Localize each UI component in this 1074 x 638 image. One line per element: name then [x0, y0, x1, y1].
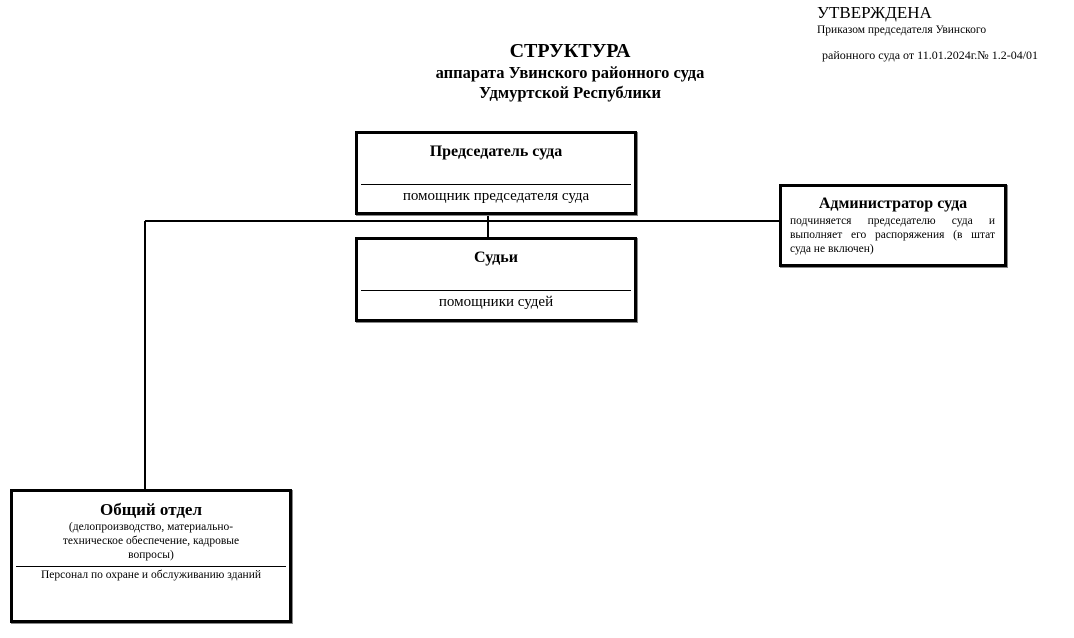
approval-date-line: районного суда от 11.01.2024г.№ 1.2-04/0… — [822, 48, 1039, 62]
node-judges: Судьи помощники судей — [355, 237, 637, 322]
node-administrator: Администратор суда подчиняется председат… — [779, 184, 1007, 267]
connector-chairman-judges — [487, 214, 489, 237]
node-general-department: Общий отдел (делопроизводство, материаль… — [10, 489, 292, 623]
approval-order-line: Приказом председателя Увинского — [817, 24, 987, 36]
document-title-block: СТРУКТУРА аппарата Увинского районного с… — [360, 40, 780, 103]
node-divider — [16, 566, 286, 567]
node-chairman-assistant: помощник председателя суда — [402, 188, 590, 204]
document-title: СТРУКТУРА — [509, 40, 631, 62]
node-chairman: Председатель суда помощник председателя … — [355, 131, 637, 215]
node-general-department-description: (делопроизводство, материально-техническ… — [62, 521, 240, 561]
node-chairman-title: Председатель суда — [429, 143, 563, 160]
node-general-department-staff: Персонал по охране и обслуживанию зданий — [40, 569, 262, 581]
connector-horizontal — [145, 220, 779, 222]
node-judges-assistants: помощники судей — [438, 294, 554, 310]
connector-general-department — [144, 221, 146, 489]
node-administrator-description: подчиняется председателю суда и выполняе… — [790, 215, 995, 255]
node-administrator-title: Администратор суда — [818, 195, 968, 212]
approval-title: УТВЕРЖДЕНА — [817, 3, 932, 22]
document-subtitle-1: аппарата Увинского районного суда — [435, 63, 705, 82]
node-general-department-title: Общий отдел — [100, 500, 202, 519]
node-divider — [361, 184, 631, 185]
document-subtitle-2: Удмуртской Республики — [479, 83, 661, 102]
node-divider — [361, 290, 631, 291]
node-judges-title: Судьи — [474, 249, 518, 266]
